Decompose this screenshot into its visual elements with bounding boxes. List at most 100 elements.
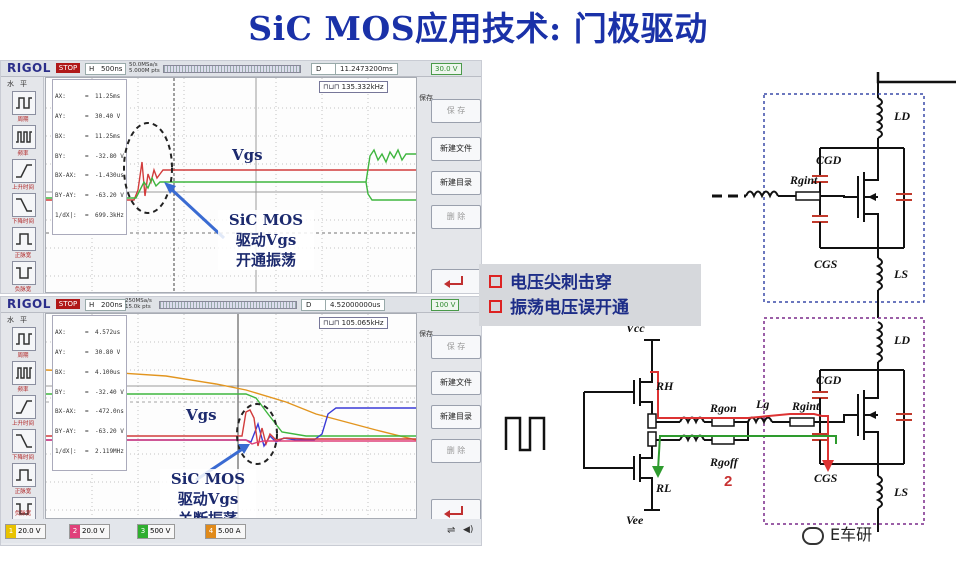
- upper-gate-inductor: [745, 190, 779, 199]
- measure-negative-width-label: 负脉宽: [14, 511, 32, 517]
- measure-rise-time-button[interactable]: [12, 395, 36, 419]
- readout-key: BX:: [55, 368, 66, 376]
- falling-edge-icon: [16, 434, 32, 448]
- readout-value: 699.3kHz: [95, 211, 124, 219]
- save-button[interactable]: 保 存: [431, 99, 481, 123]
- frequency-value: 105.065kHz: [341, 319, 384, 327]
- measure-period-button[interactable]: [12, 327, 36, 351]
- trigger-position[interactable]: 4.52000000us: [325, 299, 386, 311]
- square-wave-icon: [16, 333, 32, 345]
- turn-on-arrowhead: [822, 460, 834, 472]
- measure-negative-width-button[interactable]: [12, 261, 36, 285]
- measure-fall-time-button[interactable]: [12, 429, 36, 453]
- timebase-field[interactable]: H 500ns: [85, 63, 127, 75]
- bullet-square-icon: [489, 274, 502, 288]
- legend-text: 电压尖刺击穿: [510, 273, 612, 293]
- trigger-position[interactable]: 11.2473200ms: [335, 63, 398, 75]
- rising-edge-icon: [16, 400, 32, 414]
- readout-key: AX:: [55, 93, 66, 101]
- measure-fall-time-button[interactable]: [12, 193, 36, 217]
- waveform-screen[interactable]: AX:=4.572us AY:=30.80 V BX:=4.100us BY:=…: [45, 313, 417, 519]
- channel-scale: 20.0 V: [82, 527, 105, 535]
- legend-text: 振荡电压误开通: [510, 298, 629, 318]
- readout-value: 30.40 V: [95, 112, 121, 120]
- measure-positive-width-button[interactable]: [12, 463, 36, 487]
- enter-button[interactable]: [431, 269, 481, 293]
- label-rgon: Rgon: [709, 401, 737, 415]
- new-directory-button[interactable]: 新建目录: [431, 171, 481, 195]
- annotation-line: 开通振荡: [235, 251, 296, 269]
- upper-module-box: [763, 93, 925, 303]
- channel-number: 3: [138, 525, 148, 538]
- watermark: E车研: [802, 521, 872, 545]
- usb-icon: ⇌: [447, 525, 456, 536]
- save-button[interactable]: 保 存: [431, 335, 481, 359]
- new-directory-button[interactable]: 新建目录: [431, 405, 481, 429]
- measure-frequency-label: 频率: [17, 151, 29, 157]
- lower-rgint-resistor: [789, 417, 815, 427]
- memory-bar[interactable]: [163, 65, 301, 73]
- square-wave-icon: [16, 97, 32, 109]
- readout-key: 1/dX|:: [55, 447, 77, 455]
- trigger-level-badge: 30.0 V: [431, 63, 462, 75]
- sample-rate: 50.0MSa/s: [129, 62, 158, 68]
- lower-ls-inductor: [875, 475, 883, 509]
- measure-negative-width-button[interactable]: [12, 497, 36, 521]
- timebase-key: H: [89, 65, 95, 73]
- readout-value: -472.0ns: [95, 408, 124, 416]
- readout-key: BY:: [55, 152, 66, 160]
- readout-value: 4.100us: [95, 368, 121, 376]
- readout-key: BY-AY:: [55, 192, 77, 200]
- wire: [734, 422, 749, 441]
- label-cgs-bottom: CGS: [814, 471, 838, 485]
- delete-button[interactable]: 删 除: [431, 205, 481, 229]
- brand-logo: RIGOL: [7, 61, 51, 75]
- readout-key: BY:: [55, 388, 66, 396]
- pwm-input-waveform: [504, 416, 546, 452]
- new-file-button[interactable]: 新建文件: [431, 371, 481, 395]
- readout-value: 4.572us: [95, 329, 121, 337]
- measure-rise-time-button[interactable]: [12, 159, 36, 183]
- trace-green-right: [365, 148, 416, 183]
- wire: [820, 195, 858, 198]
- measure-period-button[interactable]: [12, 91, 36, 115]
- measure-period-label: 周期: [17, 117, 29, 123]
- readout-key: AX:: [55, 329, 66, 337]
- new-file-button[interactable]: 新建文件: [431, 137, 481, 161]
- driver-input-wire: [583, 392, 634, 469]
- run-state-badge[interactable]: STOP: [56, 299, 80, 309]
- waveform-screen[interactable]: AX:=11.25ms AY:=30.40 V BX:=11.25ms BY:=…: [45, 77, 417, 293]
- label-cgd-bottom: CGD: [816, 373, 842, 387]
- slide-title: SiC MOS应用技术: 门极驱动: [248, 9, 708, 48]
- timebase-field[interactable]: H 200ns: [85, 299, 127, 311]
- readout-value: -1.430us: [95, 172, 124, 180]
- readout-value: 30.80 V: [95, 348, 121, 356]
- upper-ld-inductor: [875, 97, 883, 139]
- sample-rate: 250MSa/s: [125, 298, 152, 304]
- scope-bottom-screenshot: RIGOL STOP H 200ns 250MSa/s 15.0k pts D …: [0, 296, 482, 546]
- measure-frequency-button[interactable]: [12, 361, 36, 385]
- annotation-line: SiC MOS: [228, 211, 304, 229]
- delete-button[interactable]: 删 除: [431, 439, 481, 463]
- enter-arrow-icon: [444, 276, 463, 288]
- label-cgs-top: CGS: [814, 257, 838, 271]
- square-wave-icon: [16, 367, 32, 379]
- memory-bar[interactable]: [159, 301, 297, 309]
- measure-positive-width-button[interactable]: [12, 227, 36, 251]
- label-rl: RL: [655, 481, 671, 495]
- measure-period-label: 周期: [17, 353, 29, 359]
- wechat-icon: [802, 526, 824, 545]
- annotation-line: 驱动Vgs: [235, 231, 297, 249]
- run-state-badge[interactable]: STOP: [56, 63, 80, 73]
- measure-fall-time-label: 下降时间: [11, 219, 34, 225]
- readout-key: BX-AX:: [55, 408, 77, 416]
- measure-rise-time-label: 上升时间: [11, 421, 34, 427]
- measure-frequency-button[interactable]: [12, 125, 36, 149]
- mem-depth: 15.0k pts: [125, 304, 151, 310]
- label-rgint-bottom: Rgint: [791, 399, 820, 413]
